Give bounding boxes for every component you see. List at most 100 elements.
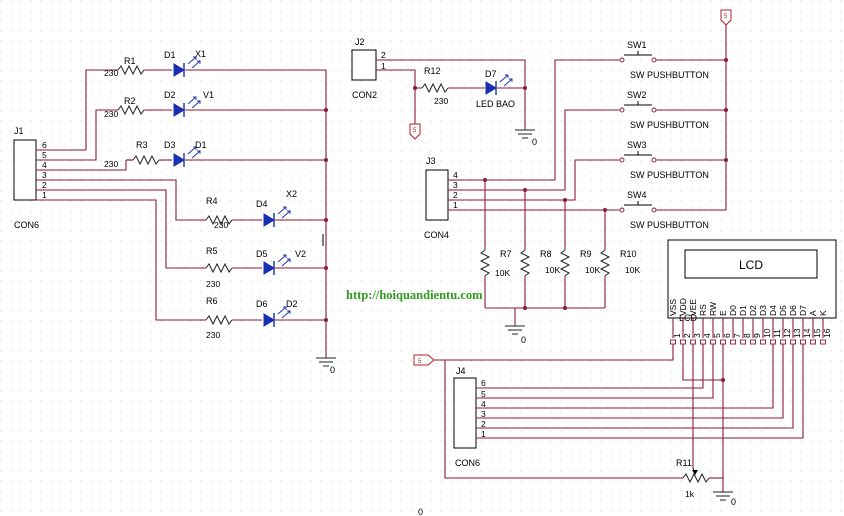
d4-value: X2 [286, 189, 297, 199]
lcd-pin-name-9: D2 [748, 305, 758, 316]
lcd-pin-number-10: 10 [762, 328, 772, 338]
j4-pin6: 6 [481, 378, 486, 388]
ground-symbol-3: 0 [505, 325, 526, 345]
r6-value: 230 [206, 330, 220, 340]
lcd-pin-number-16: 16 [822, 328, 832, 338]
lcd-pin-name-11: D4 [768, 305, 778, 316]
j3-name: CON4 [424, 230, 449, 240]
lcd-display-text: LCD [739, 258, 763, 272]
r2-resistor: R2 230 [104, 96, 172, 119]
ground-1-label: 0 [330, 365, 335, 375]
r7-value: 10K [495, 268, 510, 278]
lcd-pin-terminal-7 [730, 339, 736, 345]
j2-connector: J2 CON2 2 1 [351, 37, 386, 100]
d3-value: D1 [195, 140, 207, 150]
ground-3-label: 0 [521, 335, 526, 345]
j1-name: CON6 [14, 220, 39, 230]
j1-pin1: 1 [42, 190, 47, 200]
lcd-pin-number-8: 8 [742, 333, 752, 338]
lcd-pin-number-15: 15 [812, 328, 822, 338]
d5-value: V2 [295, 249, 306, 259]
r9-ref: R9 [580, 249, 592, 259]
sw1-ref: SW1 [627, 40, 647, 50]
lcd-pin-terminal-15 [810, 339, 816, 345]
lcd-module: LCD LCD [667, 239, 837, 323]
lcd-pin-name-2: VDD [678, 298, 688, 316]
lcd-screen [684, 249, 818, 279]
lcd-pin-number-9: 9 [752, 333, 762, 338]
j1-body [13, 139, 37, 201]
r9-value: 10K [585, 265, 600, 275]
r3-ref: R3 [136, 140, 148, 150]
sw4-value: SW PUSHBUTTON [630, 220, 709, 230]
r11-potentiometer: R11 1k [676, 458, 723, 499]
r12-ref: R12 [424, 66, 441, 76]
j1-pin3: 3 [42, 170, 47, 180]
j4-pin2: 2 [481, 419, 486, 429]
lcd-pin-terminal-12 [780, 339, 786, 345]
lcd-pin-name-13: D6 [788, 305, 798, 316]
r10-resistor: R10 10K [599, 210, 640, 308]
r2-ref: R2 [124, 96, 136, 106]
ground-symbol-1: 0 [316, 357, 336, 375]
lcd-pins: VSS1VDD2VEE3RS4RW5E6D07D18D29D310D411D51… [668, 298, 832, 345]
lcd-pin-number-3: 3 [692, 333, 702, 338]
r3-value: 230 [104, 159, 118, 169]
lcd-pin-number-2: 2 [682, 333, 692, 338]
sw4-switch: SW4 SW PUSHBUTTON [619, 190, 726, 230]
power-port-5v-mid: 5 [409, 123, 421, 140]
j3-connector: J3 CON4 4 3 2 1 [424, 156, 458, 240]
lcd-pin-number-11: 11 [772, 329, 782, 338]
d2-led: D2 V1 [164, 90, 326, 117]
r1-value: 230 [104, 68, 118, 78]
r10-value: 10K [625, 265, 640, 275]
j3-ref: J3 [426, 156, 436, 166]
r8-ref: R8 [540, 249, 552, 259]
power-port-top-label: 5 [724, 14, 728, 20]
lcd-pin-number-13: 13 [792, 328, 802, 338]
d4-led: D4 X2 [256, 189, 326, 227]
j1-pin4: 4 [42, 160, 47, 170]
d7-value: LED BAO [476, 99, 515, 109]
sw1-value: SW PUSHBUTTON [630, 70, 709, 80]
d3-led: D3 D1 [164, 140, 326, 167]
power-port-5v-top: 5 [720, 9, 732, 26]
r11-value: 1k [685, 489, 695, 499]
lcd-pin-terminal-14 [800, 339, 806, 345]
r6-resistor: R6 230 [200, 296, 262, 340]
r9-resistor: R9 10K [559, 200, 600, 308]
lcd-pin-name-7: D0 [728, 305, 738, 316]
j4-pin5: 5 [481, 389, 486, 399]
switch-supply-bus [724, 22, 728, 210]
power-port-mid-label: 5 [413, 128, 417, 134]
r4-ref: R4 [206, 196, 218, 206]
sw2-ref: SW2 [627, 90, 647, 100]
lcd-pin-number-4: 4 [702, 333, 712, 338]
j4-body [453, 377, 477, 449]
j1-pin2: 2 [42, 180, 47, 190]
r12-value: 230 [434, 96, 448, 106]
r5-value: 230 [206, 279, 220, 289]
lcd-pin-terminal-5 [710, 339, 716, 345]
lcd-pin-name-4: RS [698, 304, 708, 316]
lcd-pin-name-10: D3 [758, 305, 768, 316]
j3-pin4: 4 [453, 170, 458, 180]
website-url: http://hoiquandientu.com [346, 288, 483, 302]
sw2-value: SW PUSHBUTTON [630, 120, 709, 130]
r2-value: 230 [104, 109, 118, 119]
j4-name: CON6 [455, 458, 480, 468]
d5-led: D5 V2 [256, 249, 326, 275]
sw4-ref: SW4 [627, 190, 647, 200]
d7-ref: D7 [485, 69, 497, 79]
j2-body [351, 49, 377, 81]
r4-value: 230 [214, 220, 228, 230]
ground-symbol-4: 0 [713, 491, 736, 507]
lcd-pin-terminal-9 [750, 339, 756, 345]
lcd-pin-number-1: 1 [672, 333, 682, 338]
sw3-value: SW PUSHBUTTON [630, 170, 709, 180]
sw2-switch: SW2 SW PUSHBUTTON [619, 90, 726, 130]
r6-ref: R6 [206, 296, 218, 306]
sw1-switch: SW1 SW PUSHBUTTON [619, 40, 726, 80]
j2-name: CON2 [352, 90, 377, 100]
